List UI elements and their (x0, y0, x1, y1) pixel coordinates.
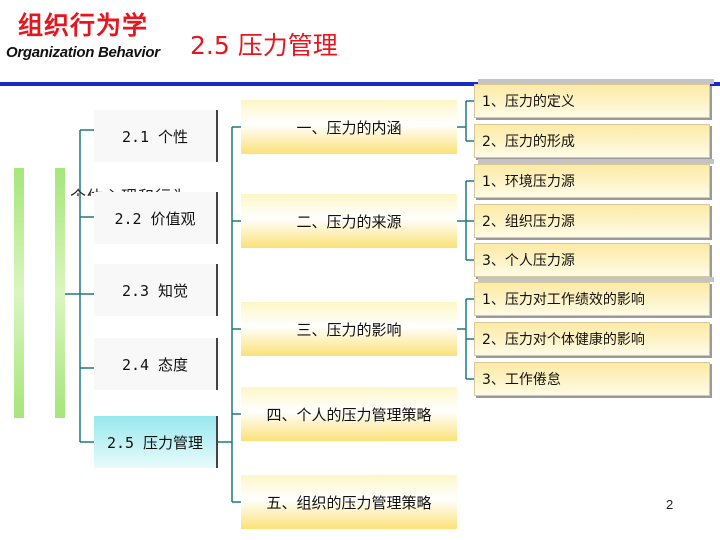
header-divider (0, 82, 720, 86)
item-job-burnout[interactable]: 3、工作倦怠 (474, 362, 710, 396)
section-stress-sources[interactable]: 二、压力的来源 (241, 194, 457, 248)
box-top-shadow (478, 159, 714, 164)
nav-item-stress-management[interactable]: 2.5 压力管理 (94, 416, 218, 468)
nav-item-personality[interactable]: 2.1 个性 (94, 110, 218, 162)
box-top-shadow (478, 277, 714, 282)
section-stress-meaning[interactable]: 一、压力的内涵 (241, 100, 457, 154)
section-personal-strategy[interactable]: 四、个人的压力管理策略 (241, 387, 457, 441)
item-personal-stressors[interactable]: 3、个人压力源 (474, 243, 710, 277)
section-stress-effects[interactable]: 三、压力的影响 (241, 302, 457, 356)
nav-item-values[interactable]: 2.2 价值观 (94, 192, 218, 244)
green-bar-right (55, 168, 65, 418)
item-environmental-stressors[interactable]: 1、环境压力源 (474, 164, 710, 198)
item-effect-on-performance[interactable]: 1、压力对工作绩效的影响 (474, 282, 710, 316)
section-organizational-strategy[interactable]: 五、组织的压力管理策略 (241, 475, 457, 529)
item-effect-on-health[interactable]: 2、压力对个体健康的影响 (474, 322, 710, 356)
page-number: 2 (666, 497, 674, 512)
item-organizational-stressors[interactable]: 2、组织压力源 (474, 204, 710, 238)
ghost-text: 个体心理和行为 (70, 176, 230, 196)
nav-item-perception[interactable]: 2.3 知觉 (94, 264, 218, 316)
logo-english: Organization Behavior (6, 44, 160, 61)
nav-item-attitude[interactable]: 2.4 态度 (94, 338, 218, 390)
item-stress-definition[interactable]: 1、压力的定义 (474, 84, 710, 118)
box-top-shadow (478, 79, 714, 84)
item-stress-formation[interactable]: 2、压力的形成 (474, 124, 710, 158)
logo-chinese: 组织行为学 (18, 11, 149, 40)
page-title: 2.5 压力管理 (190, 31, 338, 60)
green-bar-left (14, 168, 24, 418)
